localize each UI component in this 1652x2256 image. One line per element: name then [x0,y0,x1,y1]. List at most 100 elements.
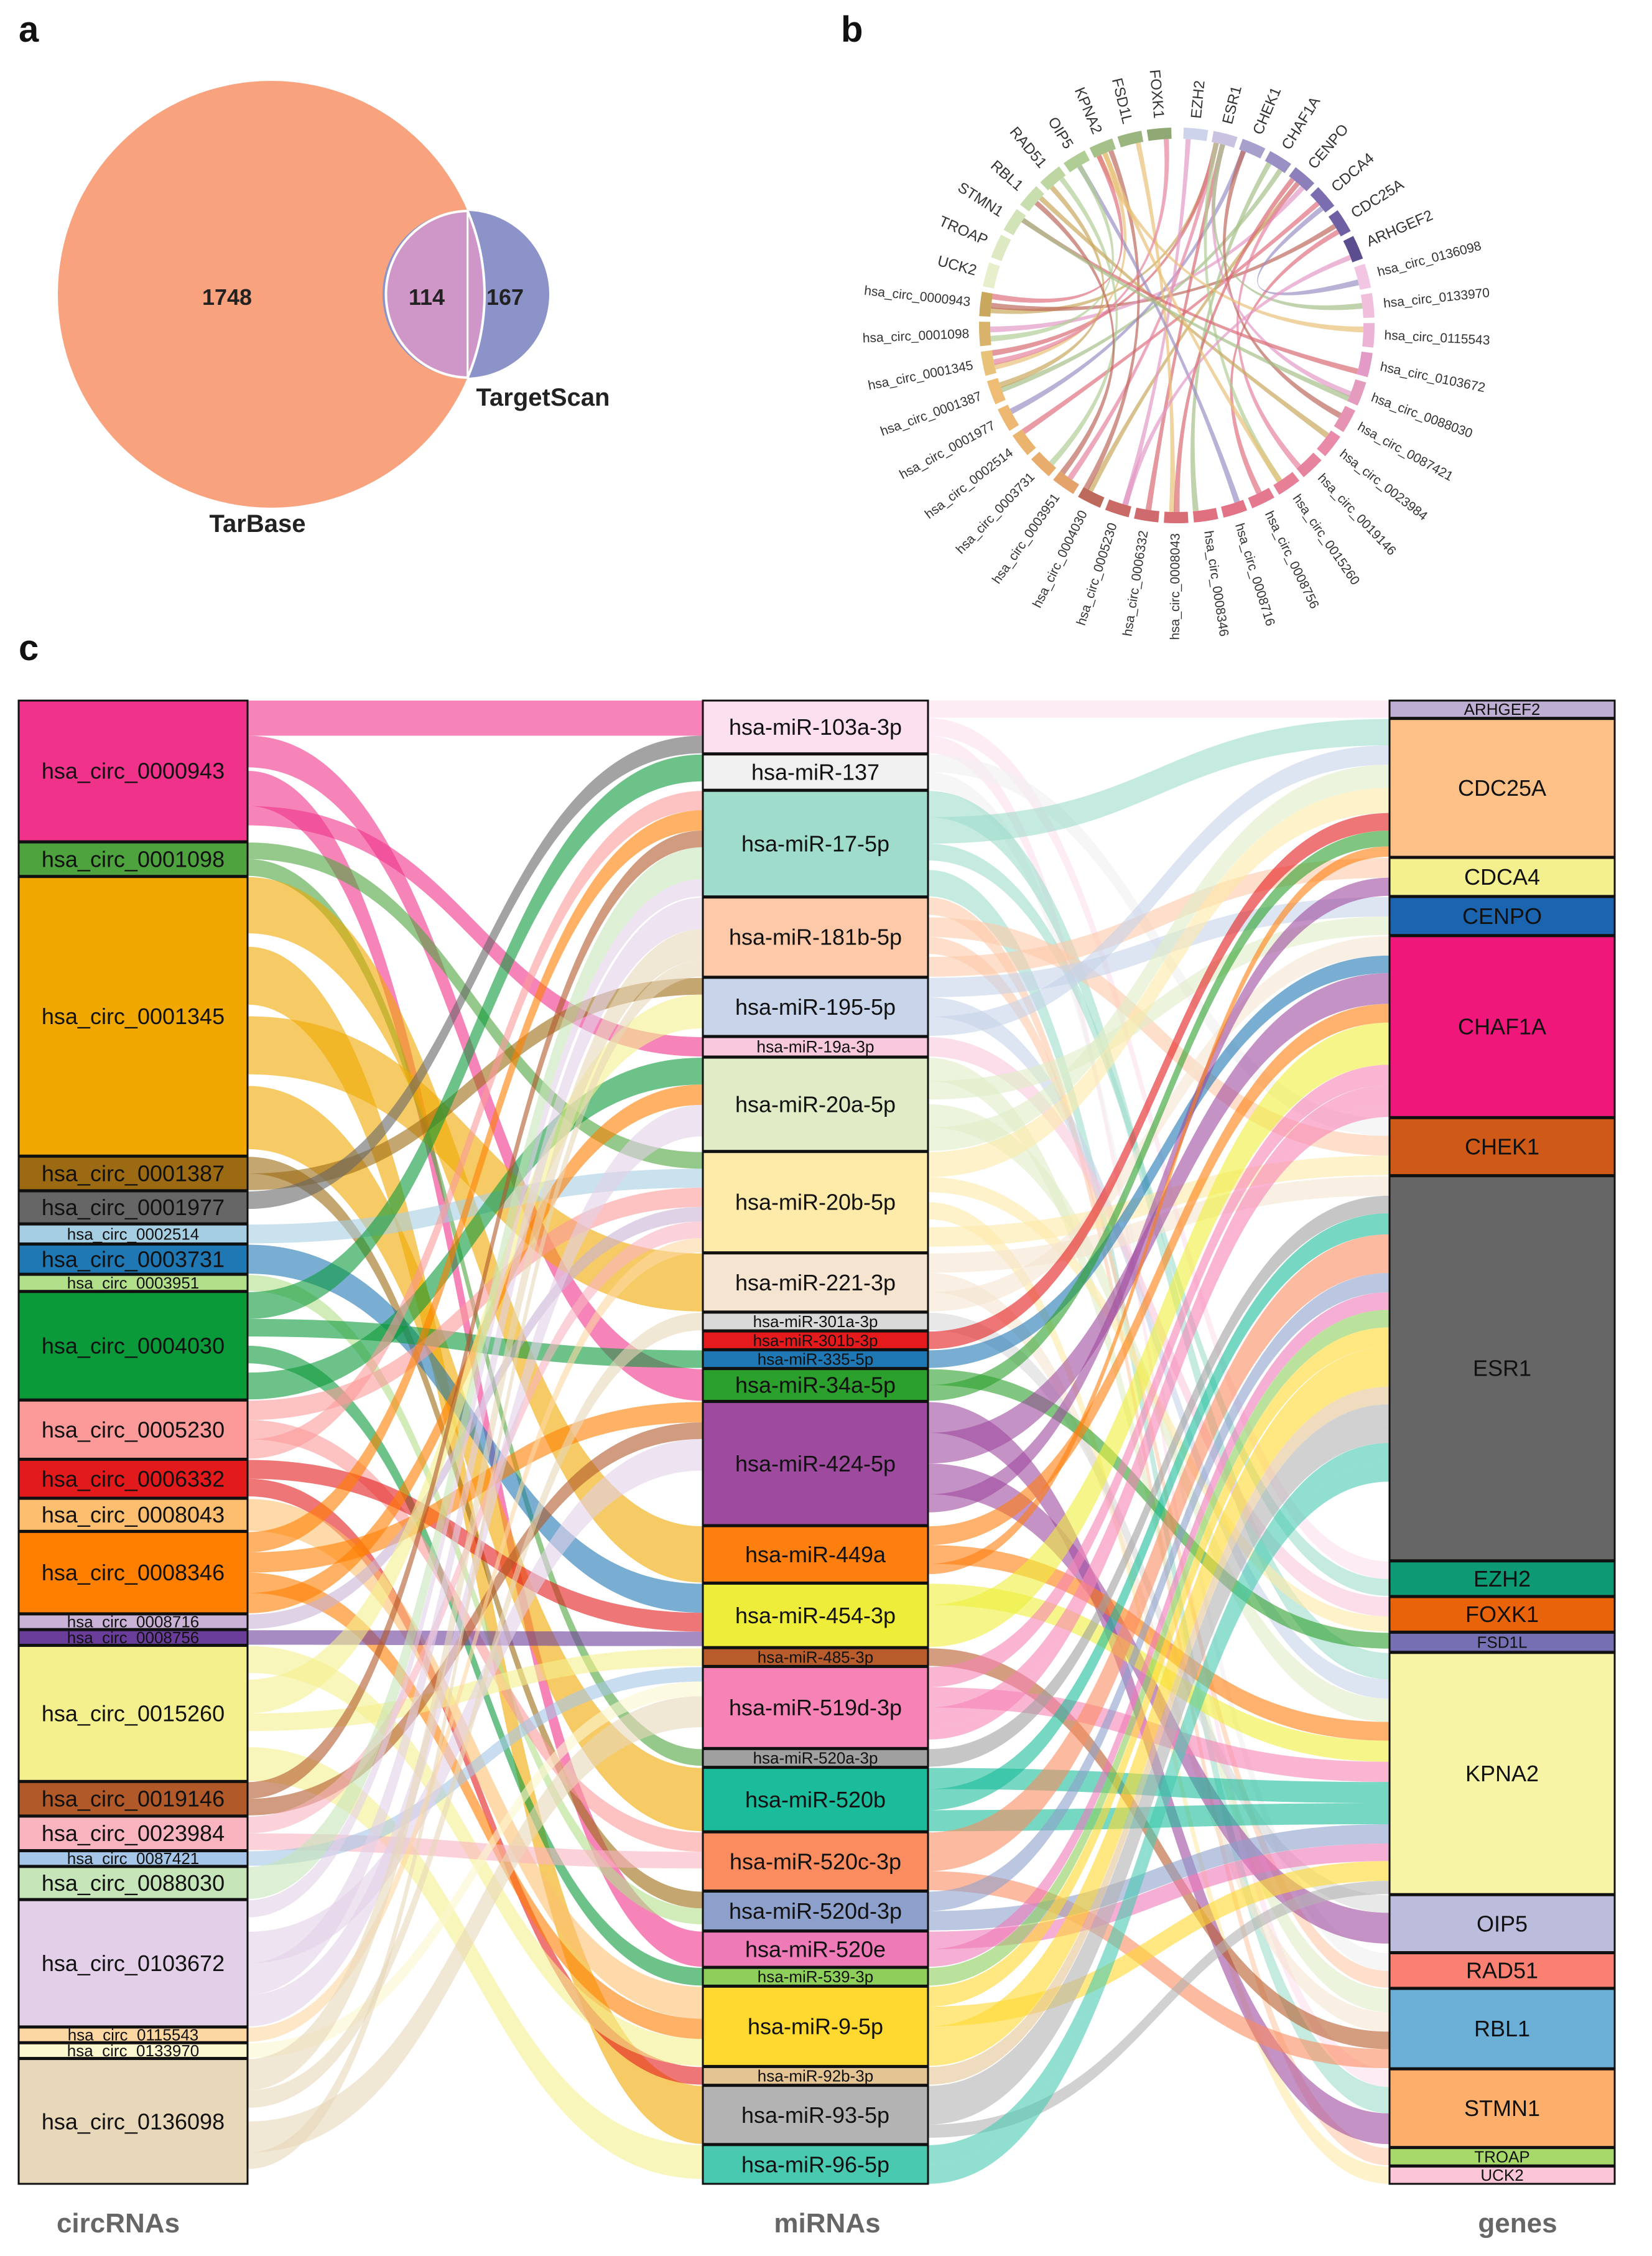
mirna-node [702,1312,929,1331]
chord-arc-segment [1362,323,1375,348]
circrna-node [17,1223,249,1244]
chord-arcs [979,128,1375,523]
chord-arc-segment [1192,508,1218,523]
panel-label-b: b [841,9,863,50]
mirna-node [702,1583,929,1648]
sankey-link [928,846,1390,1575]
column-title-genes: genes [1478,2208,1557,2239]
sankey-link [248,1206,703,1629]
mirna-node [702,753,929,791]
sankey-link [248,1681,703,2058]
sankey-link [248,879,703,1918]
sankey-link [248,1312,703,2108]
sankey-link [248,830,703,1799]
gene-node [1388,1596,1616,1633]
mirna-label: hsa-miR-519d-3p [729,1695,902,1720]
chord-arc-segment [1296,452,1322,477]
chord-arc-segment [1221,500,1248,518]
circrna-node [17,1781,249,1817]
chord-arc-segment [991,235,1011,261]
gene-node [1388,1175,1616,1562]
mirna-node [702,977,929,1037]
circrna-node [17,2026,249,2043]
mirna-node [702,1151,929,1254]
chord-arc-segment [1003,209,1026,236]
mirna-label: hsa-miR-301a-3p [753,1312,878,1331]
mirna-node [702,1525,929,1584]
sankey-link [248,842,703,1169]
mirna-node [702,1931,929,1968]
chord-ribbon [1122,139,1191,506]
sankey-link [928,1881,1390,2138]
sankey-link [248,1422,703,1816]
sankey-link [248,1187,703,1420]
sankey-link [248,1499,703,2019]
gene-label: KPNA2 [1465,1761,1539,1786]
mirna-label: hsa-miR-424-5p [735,1451,896,1476]
mirna-node [702,1647,929,1667]
chord-arc-segment [1289,167,1315,192]
sankey-link [928,718,1390,1579]
circrna-label: hsa_circ_0115543 [68,2026,199,2044]
gene-label: FOXK1 [1465,1601,1539,1627]
gene-node [1388,1652,1616,1895]
sankey-link [928,1648,1390,2049]
mirna-label: hsa-miR-103a-3p [729,714,902,740]
mirna-node [702,699,929,755]
gene-label: CHEK1 [1465,1134,1539,1159]
chord-arc-segment [1105,499,1131,518]
sankey-link [928,1462,1390,2184]
mirna-node [702,2085,929,2145]
chord-ribbon [1021,201,1320,434]
circrna-node [17,1645,249,1782]
gene-label: EZH2 [1473,1566,1531,1592]
sankey-link [928,917,1390,1156]
sankey-link [928,719,1390,844]
gene-node [1388,1631,1616,1653]
sankey-link [248,1275,703,1924]
gene-node [1388,718,1616,858]
venn-targetscan-only-count: 167 [486,284,524,310]
circrna-label: hsa_circ_0023984 [42,1820,225,1846]
chord-arc-segment [1265,151,1291,174]
chord-ribbon [1021,218,1350,401]
column-title-mirnas: miRNAs [774,2208,880,2239]
chord-arc-segment [1310,187,1335,213]
mirna-node [702,897,929,978]
circrna-label: hsa_circ_0133970 [67,2041,200,2060]
mirna-node [702,1401,929,1526]
chord-ribbon [1223,150,1342,419]
mirna-node [702,1748,929,1768]
gene-node [1388,857,1616,897]
sankey-link [928,1443,1390,2165]
sankey-link [248,1438,703,1964]
sankey-link [248,847,703,1899]
circrna-label: hsa_circ_0008716 [67,1613,200,1631]
circrna-node [17,1850,249,1867]
gene-node [1388,1894,1616,1954]
circrna-label: hsa_circ_0003951 [67,1274,200,1292]
sankey-link [928,1213,1390,1811]
chord-arc-segment [980,350,996,376]
chord-ribbon [1039,196,1329,438]
mirna-label: hsa-miR-539-3p [758,1967,873,1986]
chord-arc-segment [1334,406,1355,432]
gene-label: ESR1 [1473,1356,1531,1381]
mirna-label: hsa-miR-20a-5p [735,1091,896,1117]
circrna-label: hsa_circ_0015260 [42,1700,225,1726]
chord-arc-segment [998,404,1019,431]
chord-arc-segment [1078,487,1105,508]
circrna-node [17,1899,249,2028]
mirna-label: hsa-miR-454-3p [735,1603,896,1628]
chord-ribbon [1102,152,1283,483]
circrna-node [17,1399,249,1460]
mirna-node [702,1767,929,1832]
sankey-link [248,1747,703,2179]
gene-label: UCK2 [1480,2166,1523,2184]
mirna-label: hsa-miR-520e [745,1936,886,1962]
mirna-node [702,1967,929,1987]
sankey-link [928,1292,1390,1967]
mirna-node [702,1831,929,1891]
mirna-label: hsa-miR-485-3p [758,1648,873,1666]
